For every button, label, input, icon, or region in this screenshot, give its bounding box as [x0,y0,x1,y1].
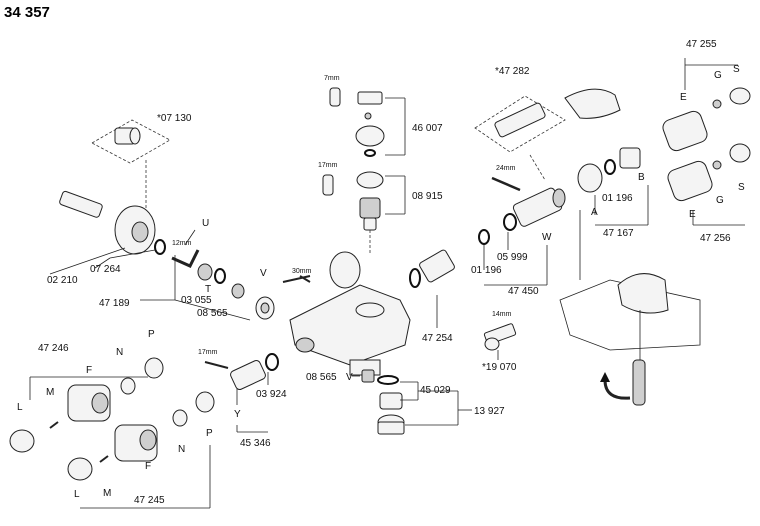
part-47245-handle [67,391,215,481]
part-03055 [197,263,275,320]
label-01196a: 01 196 [602,193,633,204]
label-47282: *47 282 [495,66,530,77]
label-07130: *07 130 [157,113,192,124]
label-P-top: P [148,329,155,340]
part-19070 [483,323,517,351]
label-30mm: 30mm [292,268,312,275]
part-47282-box [474,95,566,153]
part-02210-elbow [59,190,166,255]
hex-key-12mm [171,249,200,268]
label-B: B [638,172,645,183]
label-13927: 13 927 [474,406,505,417]
part-08915-cartridge [322,171,384,231]
wrench-24mm [491,176,521,192]
label-W: W [542,232,552,243]
label-G-bottom: G [716,195,724,206]
label-05999: 05 999 [497,252,528,263]
label-L-top: L [17,402,23,413]
part-47254 [409,249,455,288]
part-07130-box [91,119,171,210]
label-V: V [260,268,267,279]
label-L-bottom: L [74,489,80,500]
label-47246: 47 246 [38,343,69,354]
label-08565-bottom: 08 565 [306,372,337,383]
part-46007-stack [329,87,385,157]
installation-detail [559,210,701,406]
label-P-bottom: P [206,428,213,439]
label-47189: 47 189 [99,298,130,309]
part-dome-cap [564,88,621,119]
label-T: T [205,284,211,295]
label-E-bottom: E [689,209,696,220]
mixer-body [289,251,411,376]
label-G-top: G [714,70,722,81]
label-45029: 45 029 [420,385,451,396]
label-02210: 02 210 [47,275,78,286]
label-7mm: 7mm [324,75,340,82]
label-17mm-top: 17mm [318,162,338,169]
label-A: A [591,207,598,218]
label-14mm: 14mm [492,311,512,318]
part-47450-cartridge [478,187,566,245]
label-03055: 03 055 [181,295,212,306]
label-M-bottom: M [103,488,111,499]
label-03924: 03 924 [256,389,287,400]
label-S-bottom: S [738,182,745,193]
label-46007: 46 007 [412,123,443,134]
label-F-top: F [86,365,92,376]
label-45346: 45 346 [240,438,271,449]
label-01196b: 01 196 [471,265,502,276]
label-47245: 47 245 [134,495,165,506]
label-S-top: S [733,64,740,75]
label-47167: 47 167 [603,228,634,239]
label-12mm: 12mm [172,240,192,247]
part-47256-handle [667,143,751,202]
label-E-top: E [680,92,687,103]
label-N-bottom: N [178,444,185,455]
wrench-30mm [282,275,311,283]
label-47450: 47 450 [508,286,539,297]
label-08915: 08 915 [412,191,443,202]
label-47255: 47 255 [686,39,717,50]
part-47167-group [577,147,641,193]
label-F-bottom: F [145,461,151,472]
label-47256: 47 256 [700,233,731,244]
label-Y: Y [234,409,241,420]
part-47255-handle [662,87,751,152]
label-M-top: M [46,387,54,398]
label-07264: 07 264 [90,264,121,275]
part-45346-cartridge [204,353,279,391]
label-N-top: N [116,347,123,358]
part-47246-handle [9,357,164,453]
label-U: U [202,218,209,229]
label-47254: 47 254 [422,333,453,344]
diagram-title: 34 357 [4,4,50,21]
part-aerator-stack [361,369,405,435]
label-08565-top: 08 565 [197,308,228,319]
label-19070: *19 070 [482,362,517,373]
label-V-bottom: V [346,372,353,383]
label-17mm-bottom: 17mm [198,349,218,356]
label-24mm: 24mm [496,165,516,172]
